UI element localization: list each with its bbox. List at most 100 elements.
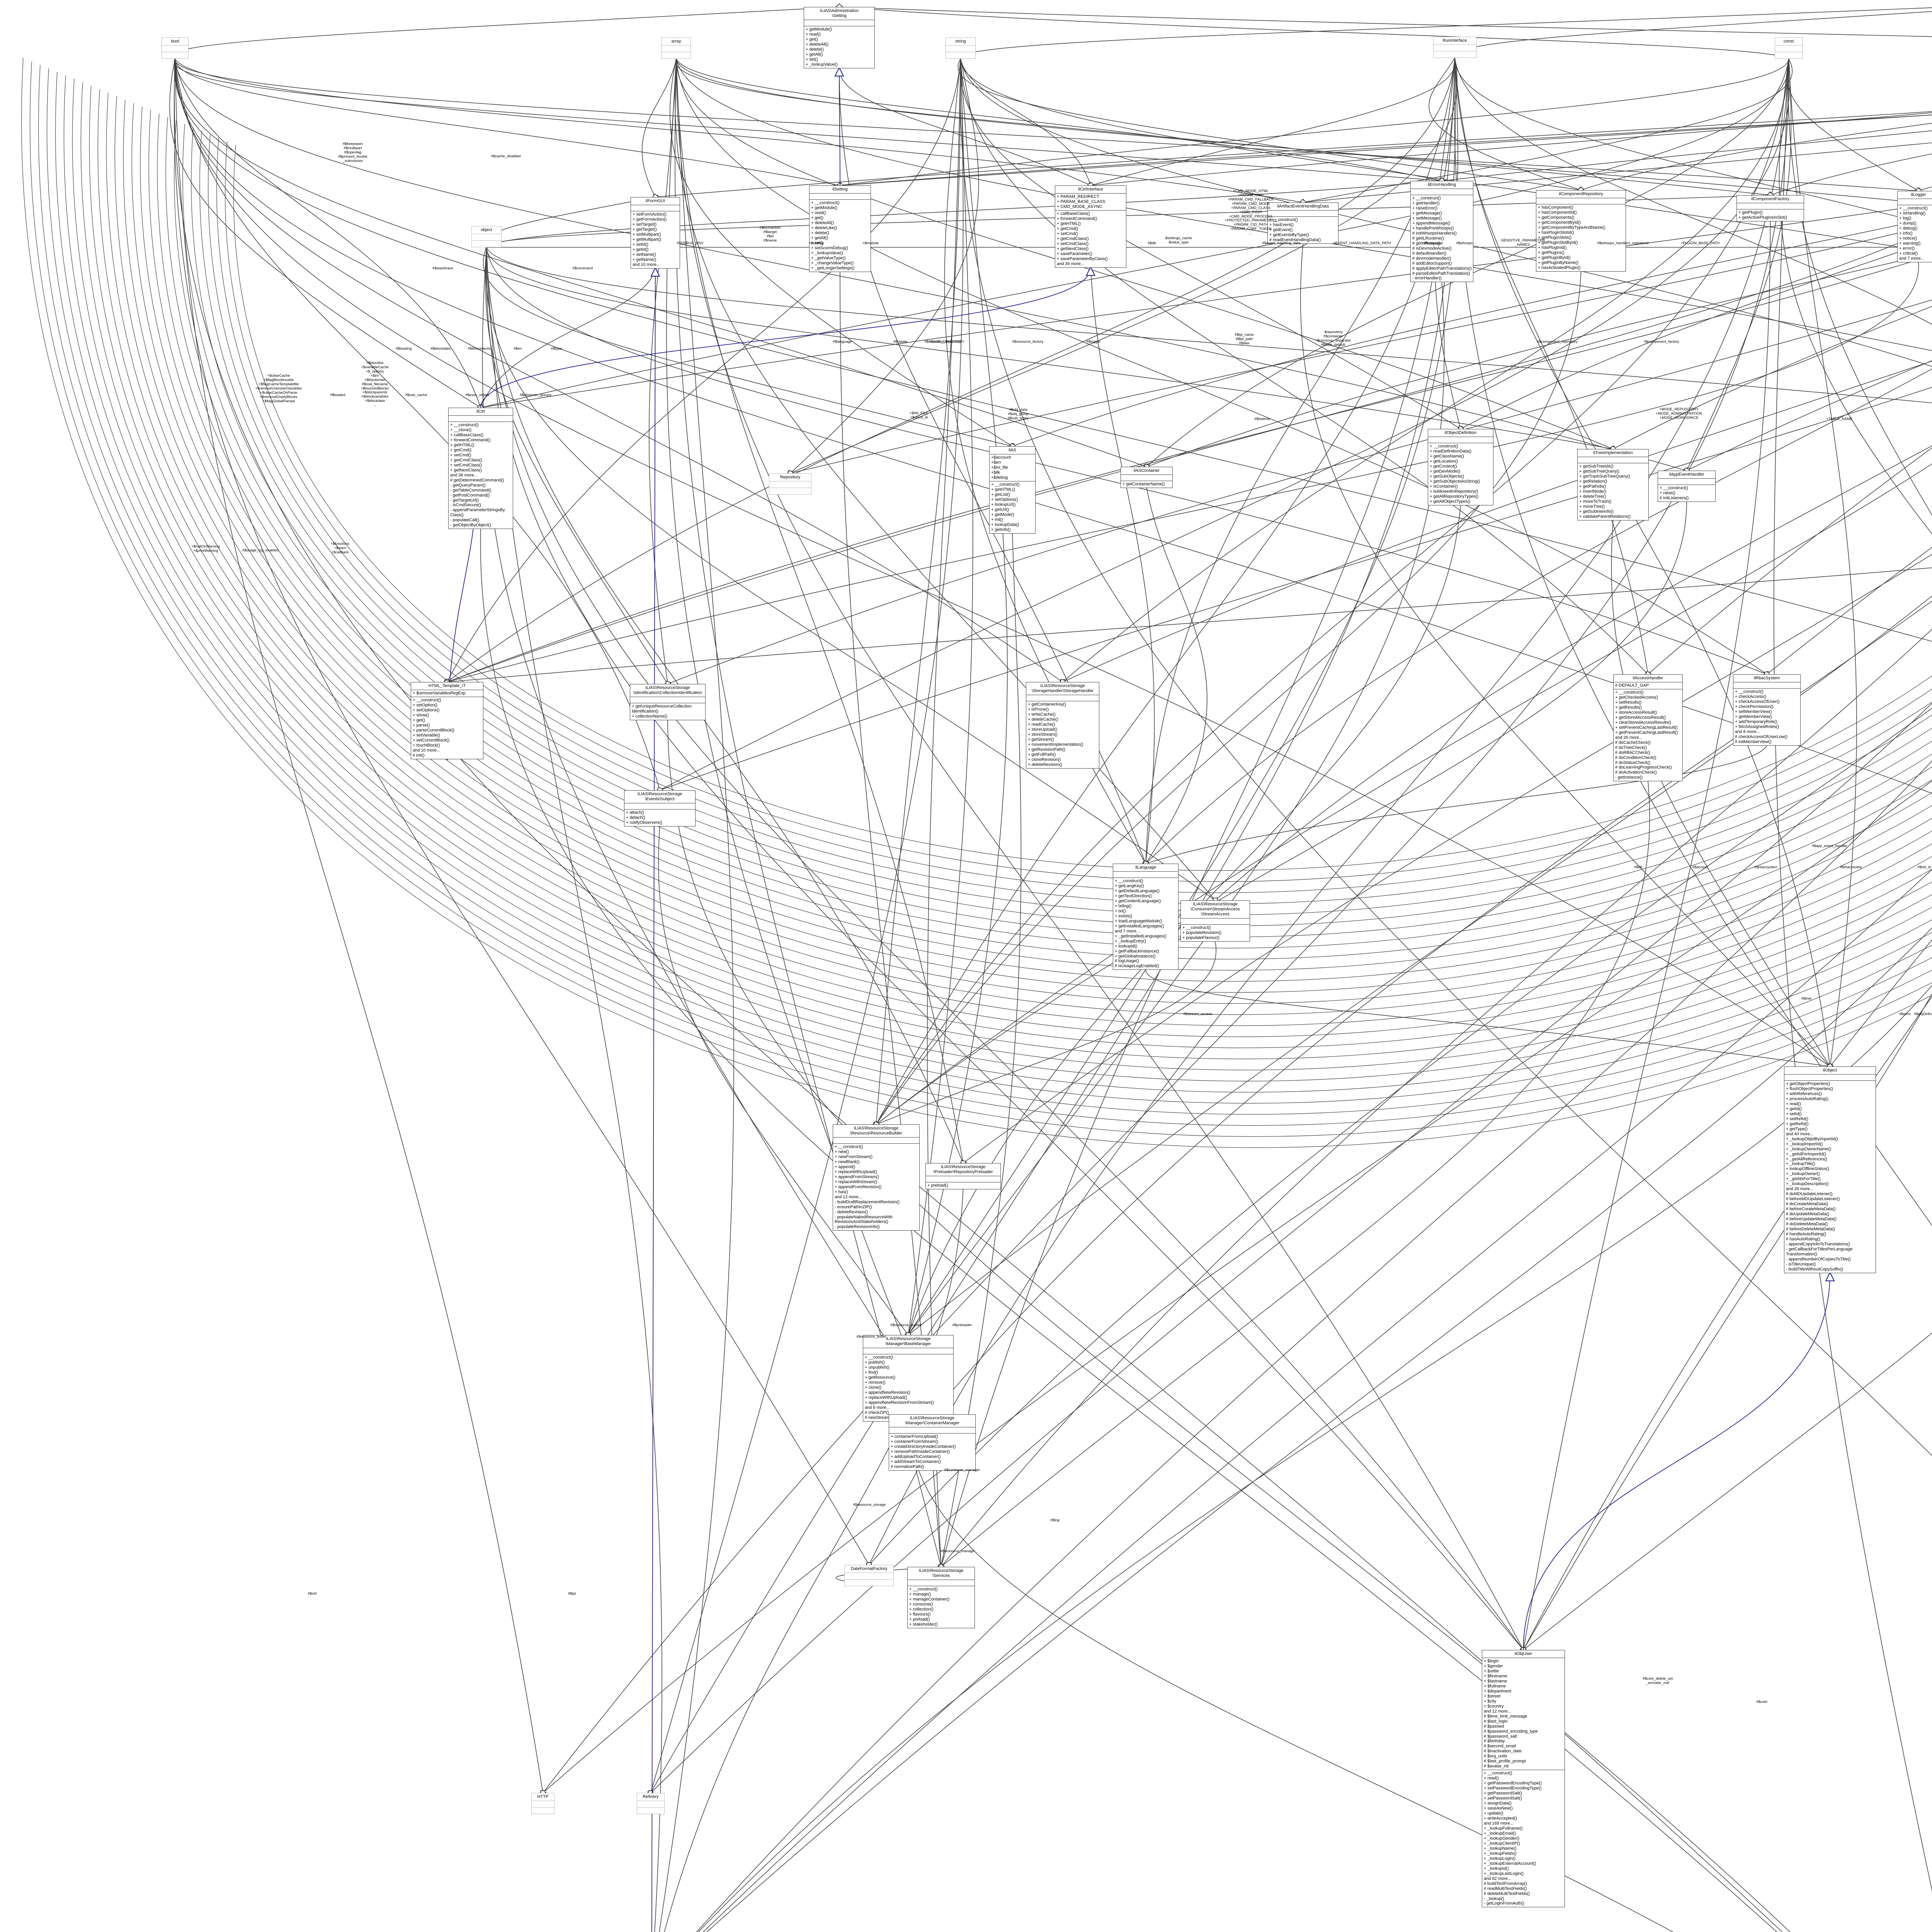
- operation-row: + getSubTreeQuery(): [1579, 469, 1619, 474]
- operation-row: and 12 more...: [835, 1194, 862, 1199]
- operation-row: + getRelation(): [1579, 479, 1607, 484]
- edge-label: #$filecontents: [468, 347, 491, 351]
- operation-row: # doTreeCheck(): [1615, 745, 1647, 750]
- uml-class-ilAppEventHandler[interactable]: ilAppEventHandler+ __construct()+ raise(…: [1658, 471, 1716, 502]
- uml-class-setting[interactable]: ILIAS\Administration \Setting+ getModule…: [804, 7, 875, 68]
- edge-label: #$loaded: [330, 393, 345, 397]
- uml-class-ilFormGUI[interactable]: ilFormGUI+ setFormAction()+ getFormActio…: [631, 197, 680, 269]
- class-attributes: [889, 1427, 975, 1433]
- edge-label: #$resource_storage: [853, 1503, 886, 1507]
- operation-row: + saveAsNew(): [1484, 1806, 1513, 1811]
- operation-row: + replaceWithUpload(): [835, 1169, 877, 1174]
- operation-row: + collectionName(): [632, 714, 668, 719]
- operation-row: - populateCall(): [450, 518, 480, 523]
- uml-class-ilCollectionIdentification[interactable]: ILIAS\ResourceStorage \Identification\Co…: [630, 684, 706, 720]
- operation-row: + getEventsByType(): [1269, 232, 1309, 237]
- operation-row: + addUploadToContainer(): [891, 1454, 941, 1459]
- class-title: ilFormGUI: [645, 199, 665, 203]
- operation-row: + publish(): [865, 1360, 885, 1365]
- uml-class-string[interactable]: string: [946, 37, 976, 59]
- uml-class-RepositoryPreloader[interactable]: ILIAS\ResourceStorage \Preloader\Reposit…: [925, 1163, 1001, 1189]
- uml-class-const[interactable]: const: [1775, 37, 1803, 59]
- edge-label: #$preloader: [952, 1323, 972, 1327]
- class-operations: + callBaseClass()+ forwardCommand()+ get…: [1055, 210, 1126, 267]
- operation-row: + getDefaultLanguage(): [1115, 888, 1160, 893]
- operation-row: + getComponentById(): [1538, 220, 1581, 225]
- uml-class-RSServices[interactable]: ILIAS\ResourceStorage \Services+ __const…: [907, 1567, 975, 1628]
- class-title: ILIAS\ResourceStorage \Events\Subject: [637, 792, 682, 801]
- uml-class-ilArtifactEventHandlingData[interactable]: ilArtifactEventHandlingData+ __construct…: [1267, 202, 1338, 244]
- uml-class-ilAS[interactable]: ilAS+$account+$err+$ini_file+$ilk+$debug…: [989, 446, 1036, 534]
- attribute-row: + $city: [1484, 1699, 1497, 1704]
- attribute-row: # $password_encoding_type: [1484, 1729, 1538, 1734]
- uml-class-ilTreeImplementation[interactable]: ilTreeImplementation+ getSubTreeIds()+ g…: [1577, 449, 1649, 520]
- operation-row: # getDeterminedCommand(): [450, 478, 504, 483]
- uml-class-ilCtrl[interactable]: ilCtrl+ __construct()+ __clone()+ callBa…: [448, 408, 513, 529]
- uml-class-ilLogger[interactable]: ilLogger+ __construct()+ isHandling()+ l…: [1897, 191, 1932, 262]
- edge-label: #$rbacreview: [1840, 865, 1862, 869]
- operation-row: + read(): [1484, 1776, 1499, 1781]
- operation-row: + getGlobalInstance(): [1115, 954, 1156, 959]
- edge-label: #$stacktrace: [432, 266, 453, 270]
- operation-row: + _lookupImportId(): [1786, 1141, 1823, 1146]
- operation-row: + addTemporaryRole(): [1735, 719, 1777, 724]
- uml-class-ilResourceEventHandler[interactable]: ILIAS\ResourceStorage \Events\Subject+ a…: [624, 790, 696, 827]
- uml-class-ilAccessHandler[interactable]: ilAccessHandler# DEFAULT_GAP+ __construc…: [1613, 674, 1683, 782]
- edge-label: #$whoops_handlers_registered: [1597, 241, 1649, 245]
- uml-class-HTTP[interactable]: HTTP: [531, 1793, 554, 1814]
- edge-label: #$keepopen #$multipart #$opentag #$preve…: [338, 142, 368, 163]
- operation-row: + __construct(): [835, 1144, 863, 1149]
- class-operations: [769, 487, 811, 494]
- uml-class-ilComponentFactory[interactable]: ilComponentFactory+ getPlugin()+ getActi…: [1736, 195, 1804, 221]
- class-attributes: [863, 1347, 953, 1354]
- uml-class-HTML_Template_IT[interactable]: HTML_Template_IT+ $removeVariablesRegExp…: [411, 682, 483, 759]
- attribute-row: + $lastname: [1484, 1679, 1507, 1684]
- uml-class-DateFormatFactory[interactable]: DateFormatFactory: [844, 1565, 894, 1586]
- uml-class-array[interactable]: array: [662, 37, 691, 59]
- uml-class-ilStreamAccess[interactable]: ILIAS\ResourceStorage \Consumer\StreamAc…: [1180, 900, 1250, 942]
- class-attributes: # DEFAULT_GAP: [1614, 682, 1682, 689]
- uml-class-object[interactable]: object: [471, 226, 502, 247]
- uml-class-ilObjUser[interactable]: ilObjUser+ $login+ $gender+ $utitle+ $fi…: [1482, 1650, 1565, 1908]
- uml-class-Refinery[interactable]: Refinery: [637, 1793, 665, 1814]
- operation-row: + getModule(): [811, 205, 838, 210]
- operation-row: + get(): [806, 37, 818, 42]
- uml-class-ResourceBuilder[interactable]: ILIAS\ResourceStorage \Resource\Resource…: [833, 1124, 920, 1231]
- uml-class-BaseManager[interactable]: ILIAS\ResourceStorage \Manager\BaseManag…: [863, 1335, 954, 1422]
- edge-label: +$setting: [808, 241, 824, 245]
- uml-class-ilObjectDefinition[interactable]: ilObjectDefinition+ __construct()+ readD…: [1428, 429, 1493, 505]
- operation-row: + _lookupEntry(): [1115, 939, 1146, 944]
- uml-class-ilErrorHandling[interactable]: ilErrorHandling+ __construct()+ getHandl…: [1410, 181, 1473, 282]
- operation-row: # doActivationCheck(): [1615, 770, 1657, 775]
- operation-row: # doRBACCheck(): [1615, 750, 1650, 755]
- operation-row: + checkAccess(): [1735, 694, 1766, 699]
- uml-class-ilASContainer[interactable]: ilASContainer+ getContainerName(): [1121, 467, 1173, 488]
- uml-class-ilLanguage[interactable]: ilLanguage+ __construct()+ getLangKey()+…: [1113, 864, 1179, 970]
- uml-class-Repository[interactable]: Repository: [769, 473, 811, 495]
- operation-row: + createDirectoryInsideContainer(): [891, 1444, 956, 1449]
- class-operations: + __construct()+ populateRevision()+ pop…: [1181, 924, 1250, 941]
- uml-class-ilChangeStorage[interactable]: ILIAS\ResourceStorage \StorageHandler\St…: [1026, 682, 1099, 769]
- operation-row: + getModule(): [806, 27, 832, 32]
- edge-label: #$resource_repository: [924, 340, 961, 344]
- operation-row: + populateFlavour(): [1182, 935, 1219, 940]
- class-attributes: + $login+ $gender+ $utitle+ $firstname+ …: [1482, 1657, 1565, 1770]
- operation-row: + withReferences(): [1786, 1091, 1822, 1096]
- operation-row: + setOption(): [413, 702, 437, 707]
- uml-class-ilObject[interactable]: ilObject+ getObjectProperties()+ flushOb…: [1784, 1066, 1876, 1273]
- class-operations: + __construct()+ getModule()+ read()+ ge…: [810, 199, 871, 272]
- class-attributes: [946, 45, 975, 52]
- attribute-row: + $removeVariablesRegExp: [413, 690, 466, 696]
- uml-class-ilObjUser2[interactable]: ilRbacSystem+ __construct()+ checkAccess…: [1733, 674, 1801, 746]
- uml-class-ContainerManager[interactable]: ILIAS\ResourceStorage \Manager\Container…: [889, 1414, 976, 1471]
- uml-class-RunInterface[interactable]: RunInterface: [1433, 37, 1476, 58]
- uml-class-ilComponentRepository[interactable]: ilComponentRepository+ hasComponent()+ h…: [1536, 190, 1626, 272]
- uml-class-ilSetting[interactable]: ilSetting+ __construct()+ getModule()+ r…: [809, 185, 871, 272]
- operation-row: + moveToTrash(): [1579, 499, 1612, 504]
- uml-class-bool[interactable]: bool: [162, 37, 189, 59]
- class-operations: + __construct()+ hasEvent()+ getEvent()+…: [1268, 216, 1338, 243]
- uml-class-ilCtrlInterface[interactable]: ilCtrlInterface+ PARAM_REDIRECT+ PARAM_B…: [1055, 185, 1126, 268]
- operation-row: + setRefId(): [1786, 1116, 1808, 1121]
- class-operations: [662, 51, 690, 58]
